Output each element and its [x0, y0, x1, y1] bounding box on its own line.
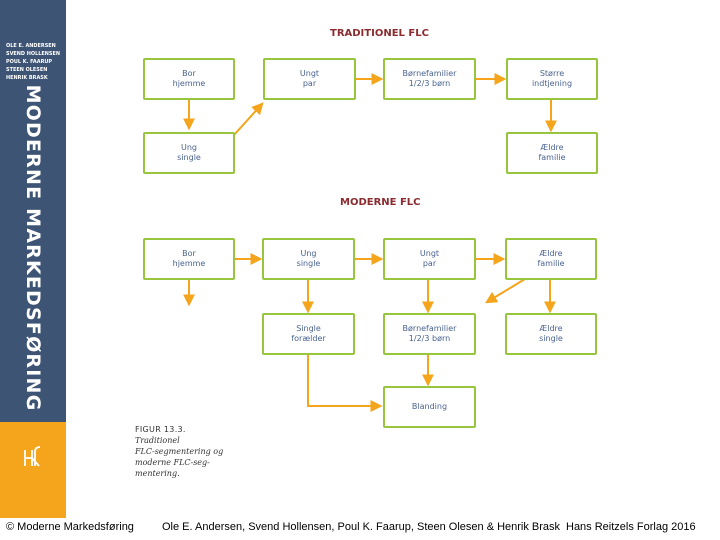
mod-box-blanding: Blanding [383, 386, 476, 428]
cover-author: STEEN OLESEN [6, 67, 48, 73]
mod-box-ung-single: Ung single [262, 238, 355, 280]
box-label: Ung single [177, 143, 201, 162]
arrow-mod-aeldre-single-to-ung-single [484, 278, 526, 304]
box-label: Ældre familie [538, 143, 566, 162]
box-label: Bor hjemme [172, 249, 206, 268]
trad-box-bornefamilier: Børnefamilier 1/2/3 børn [383, 58, 476, 100]
publisher-logo-block [0, 422, 66, 518]
trad-box-ungt-par: Ungt par [263, 58, 356, 100]
mod-box-aeldre-familie: Ældre familie [505, 238, 597, 280]
figure-number: FIGUR 13.3. [135, 425, 186, 434]
mod-box-bor-hjemme: Bor hjemme [143, 238, 235, 280]
trad-box-storre-indtjening: Større indtjening [506, 58, 598, 100]
publisher-logo-icon [24, 446, 41, 467]
figure-caption: FIGUR 13.3. Traditionel FLC-segmentering… [135, 424, 255, 479]
mod-box-single-foraelder: Single forælder [262, 313, 355, 355]
box-label: Børnefamilier 1/2/3 børn [402, 69, 457, 88]
box-label: Ældre single [539, 324, 563, 343]
box-label: Større indtjening [531, 69, 573, 88]
footer-authors: Ole E. Andersen, Svend Hollensen, Poul K… [162, 521, 561, 533]
box-label: Ungt par [419, 249, 440, 268]
cover-author: POUL K. FAARUP [6, 59, 53, 65]
mod-box-ungt-par: Ungt par [383, 238, 476, 280]
cover-author: HENRIK BRASK [6, 75, 48, 81]
figure-description: Traditionel FLC-segmentering og moderne … [135, 436, 224, 478]
footer-publisher: Hans Reitzels Forlag 2016 [566, 521, 696, 533]
box-label: Børnefamilier 1/2/3 børn [402, 324, 457, 343]
trad-box-ung-single: Ung single [143, 132, 235, 174]
box-label: Ungt par [299, 69, 320, 88]
mod-box-aeldre-single: Ældre single [505, 313, 597, 355]
box-label: Ældre familie [537, 249, 565, 268]
box-label: Single forælder [291, 324, 326, 343]
traditional-flc-title: TRADITIONEL FLC [330, 28, 429, 39]
mod-box-bornefamilier: Børnefamilier 1/2/3 børn [383, 313, 476, 355]
cover-authors: OLE E. ANDERSEN SVEND HOLLENSEN POUL K. … [6, 42, 62, 82]
modern-flc-title: MODERNE FLC [340, 197, 421, 208]
box-label: Blanding [411, 402, 448, 411]
cover-author: SVEND HOLLENSEN [6, 51, 61, 57]
arrow-trad-ung-single-to-ungt-par [233, 102, 264, 136]
box-label: Bor hjemme [172, 69, 206, 88]
footer-copyright: © Moderne Markedsføring [6, 521, 134, 533]
trad-box-bor-hjemme: Bor hjemme [143, 58, 235, 100]
cover-author: OLE E. ANDERSEN [6, 43, 56, 49]
trad-box-aeldre-familie: Ældre familie [506, 132, 598, 174]
book-cover-sidebar: OLE E. ANDERSEN SVEND HOLLENSEN POUL K. … [0, 0, 66, 422]
box-label: Ung single [296, 249, 321, 268]
arrow-mod-single-foraelder-to-blanding [307, 355, 383, 412]
